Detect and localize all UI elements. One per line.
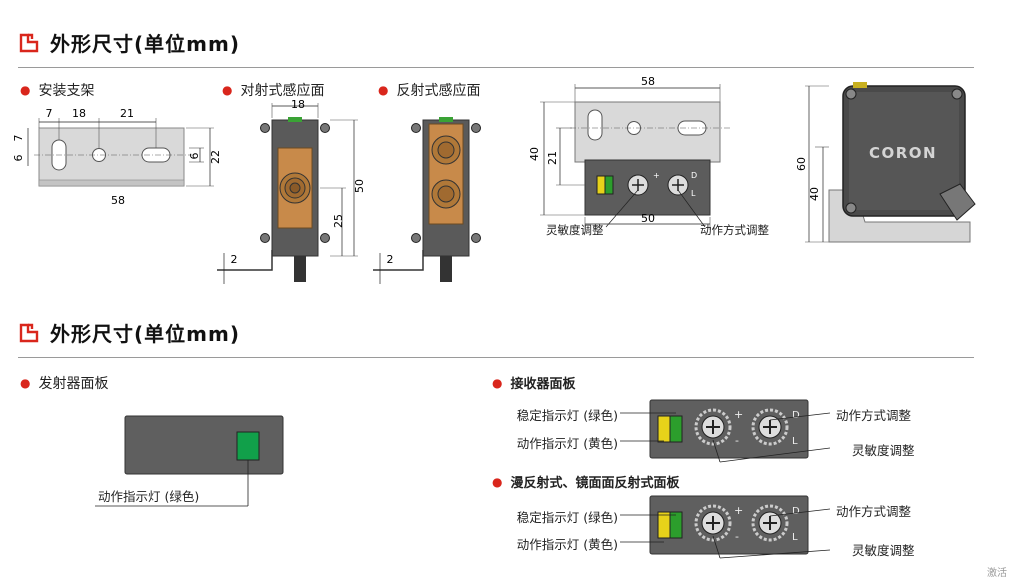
bullet-icon: ● xyxy=(492,474,503,489)
subheading-transmitter: ● 发射器面板 xyxy=(20,376,109,392)
svg-text:+: + xyxy=(653,171,660,180)
sensor-side-drawing: 60 40 CORON xyxy=(795,82,976,243)
svg-text:L: L xyxy=(691,189,696,198)
svg-text:+: + xyxy=(734,408,743,421)
dim-7-left: 7 xyxy=(14,135,25,142)
dim-50: 50 xyxy=(641,212,655,225)
reflective-drawing: 2 xyxy=(373,117,481,284)
dim-58: 58 xyxy=(111,194,125,207)
label-yellow-led-2: 动作指示灯 (黄色) xyxy=(516,537,618,552)
receiver-panel-drawing: + - D L xyxy=(620,399,830,463)
callout-mode: 动作方式调整 xyxy=(700,223,769,237)
subheading-receiver: ● 接收器面板 xyxy=(492,375,576,393)
label-mode-1: 动作方式调整 xyxy=(836,408,912,423)
section-header-1: 外形尺寸(单位mm) xyxy=(18,28,240,57)
section-divider-2 xyxy=(18,357,974,358)
subheading-bracket: ● 安装支架 xyxy=(20,83,95,99)
bullet-icon: ● xyxy=(20,376,31,390)
dim-18: 18 xyxy=(291,98,305,111)
section-title-1: 外形尺寸(单位mm) xyxy=(50,32,240,56)
bullet-icon: ● xyxy=(222,83,233,97)
svg-text:L: L xyxy=(792,532,798,543)
bullet-icon: ● xyxy=(378,83,389,97)
dim-40: 40 xyxy=(808,187,821,201)
diffuse-panel-drawing: + - D L xyxy=(620,495,830,559)
callout-sensitivity: 灵敏度调整 xyxy=(546,223,604,237)
svg-text:D: D xyxy=(792,506,800,517)
dim-25: 25 xyxy=(332,214,345,228)
subheading-diffuse: ● 漫反射式、镜面面反射式面板 xyxy=(492,474,680,492)
watermark: 激活 xyxy=(987,568,1007,579)
label-sens-1: 灵敏度调整 xyxy=(852,443,915,458)
section-header-2: 外形尺寸(单位mm) xyxy=(18,318,240,347)
svg-text:+: + xyxy=(734,504,743,517)
label-green-led-2: 稳定指示灯 (绿色) xyxy=(516,510,618,525)
svg-text:D: D xyxy=(691,171,697,180)
transmitter-panel-drawing xyxy=(95,415,284,507)
svg-text:L: L xyxy=(792,436,798,447)
dim-2: 2 xyxy=(231,253,238,266)
dim-22: 22 xyxy=(209,150,222,164)
sensor-body-drawing: 58 + D L 40 21 50 xyxy=(528,75,730,230)
bracket-symbol-icon xyxy=(19,323,39,342)
section-divider-1 xyxy=(18,67,974,68)
bracket-drawing: 7 18 21 7 6 6 22 58 xyxy=(14,107,222,207)
dim-6-left: 6 xyxy=(14,155,25,162)
dim-7-top: 7 xyxy=(46,107,53,120)
label-yellow-led-1: 动作指示灯 (黄色) xyxy=(516,436,618,451)
dim-21: 21 xyxy=(120,107,134,120)
label-green-led-1: 稳定指示灯 (绿色) xyxy=(516,408,618,423)
dim-6-right: 6 xyxy=(188,153,201,160)
svg-text:-: - xyxy=(735,530,739,543)
dim-2: 2 xyxy=(387,253,394,266)
dim-58: 58 xyxy=(641,75,655,88)
dim-50: 50 xyxy=(353,179,366,193)
bullet-icon: ● xyxy=(492,375,503,390)
dim-18: 18 xyxy=(72,107,86,120)
brand-logo: CORON xyxy=(869,144,937,162)
svg-text:D: D xyxy=(792,410,800,421)
label-tx-led: 动作指示灯 (绿色) xyxy=(98,489,200,504)
subheading-thrubeam: ● 对射式感应面 xyxy=(222,83,325,99)
label-sens-2: 灵敏度调整 xyxy=(852,543,915,558)
thrubeam-drawing: 18 50 25 2 xyxy=(217,98,366,284)
label-mode-2: 动作方式调整 xyxy=(836,504,912,519)
dim-40: 40 xyxy=(528,147,541,161)
bracket-symbol-icon xyxy=(19,33,39,52)
section-title-2: 外形尺寸(单位mm) xyxy=(50,322,240,346)
dim-60: 60 xyxy=(795,157,808,171)
dim-21: 21 xyxy=(546,151,559,165)
svg-text:-: - xyxy=(735,434,739,447)
bullet-icon: ● xyxy=(20,83,31,97)
subheading-reflective: ● 反射式感应面 xyxy=(378,83,481,99)
